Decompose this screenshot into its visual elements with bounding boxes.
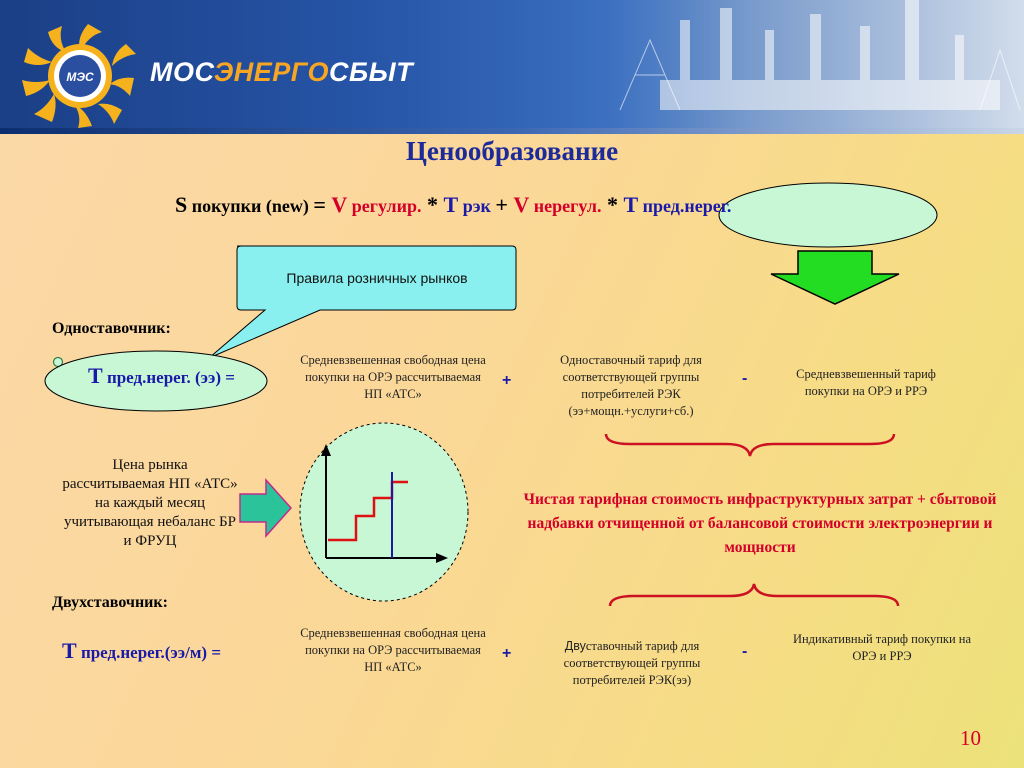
curly-brace-top-icon — [604, 433, 896, 457]
callout-text: Правила розничных рынков — [286, 270, 468, 286]
logo-part-sbyt: СБЫТ — [328, 57, 414, 87]
logo-badge: МЭС — [66, 70, 94, 84]
two-rate-heading: Двухставочник: — [52, 594, 168, 611]
two-rate-term-prefix: Дву — [564, 639, 586, 653]
two-rate-term-rek: Двуставочный тариф для соответствующей г… — [540, 638, 724, 689]
one-rate-term-ats: Средневзвешенная свободная цена покупки … — [300, 353, 486, 401]
header-banner: МЭС МОСЭНЕРГОСБЫТ — [0, 0, 1024, 134]
two-rate-term-ats: Средневзвешенная свободная цена покупки … — [300, 626, 486, 674]
slide-title: Ценообразование — [405, 136, 619, 166]
one-rate-term-rek: Одноставочный тариф для соответствующей … — [560, 353, 702, 418]
formula-plus: + — [495, 192, 514, 217]
formula-v1: V — [331, 192, 348, 217]
formula-eq: = — [313, 192, 332, 217]
formula-t2-sub: пред.нерег. — [638, 196, 732, 216]
logo-part-mos: МОС — [150, 57, 214, 87]
logo-part-energo: ЭНЕРГО — [213, 57, 329, 87]
one-rate-t-label: пред.нерег. (ээ) = — [102, 368, 235, 387]
one-rate-heading: Одноставочник: — [52, 320, 171, 337]
formula-v2: V — [513, 192, 530, 217]
right-arrow-icon — [239, 478, 293, 538]
down-arrow-icon — [770, 250, 900, 305]
page-number: 10 — [960, 726, 981, 750]
market-price-note: Цена рынка рассчитываемая НП «АТС» на ка… — [62, 457, 238, 549]
one-rate-t-letter: Т — [88, 363, 103, 388]
formula-v2-sub: нерегул. — [529, 196, 602, 216]
formula-t1: T — [443, 192, 459, 217]
company-logo-text: МОСЭНЕРГОСБЫТ — [150, 57, 413, 88]
one-rate-ellipse — [44, 350, 268, 412]
formula-highlight-ellipse — [718, 182, 938, 248]
header-divider — [0, 128, 1024, 134]
two-rate-plus-sign: + — [502, 645, 512, 662]
one-rate-minus-sign: - — [742, 370, 748, 387]
two-rate-formula-label: Т пред.нерег.(ээ/м) = — [62, 638, 221, 664]
two-rate-minus-sign: - — [742, 643, 748, 660]
two-rate-t-label: пред.нерег.(ээ/м) = — [76, 643, 222, 662]
formula-s-sub: покупки (new) — [187, 196, 314, 216]
mes-logo-icon: МЭС — [22, 24, 136, 128]
infrastructure-cost-note: Чистая тарифная стоимость инфраструктурн… — [523, 491, 997, 556]
formula-v1-sub: регулир. — [347, 196, 422, 216]
power-plant-illustration — [560, 0, 1024, 128]
one-rate-formula-label: Т пред.нерег. (ээ) = — [88, 363, 235, 389]
one-rate-plus-sign: + — [502, 372, 512, 389]
two-rate-term-rest: ставочный тариф для соответствующей груп… — [563, 639, 701, 687]
step-price-chart — [299, 422, 469, 602]
curly-brace-bottom-icon — [608, 583, 900, 607]
formula-star2: * — [601, 192, 624, 217]
formula-s: S — [175, 192, 188, 217]
two-rate-term-indicative: Индикативный тариф покупки на ОРЭ и РРЭ — [792, 632, 972, 663]
two-rate-t-letter: Т — [62, 638, 77, 663]
formula-star1: * — [421, 192, 444, 217]
formula-t1-sub: рэк — [458, 196, 496, 216]
formula-t2: T — [623, 192, 639, 217]
pricing-formula: S покупки (new) = V регулир. * T рэк + V… — [175, 192, 731, 218]
one-rate-term-avg: Средневзвешенный тариф покупки на ОРЭ и … — [796, 367, 936, 398]
